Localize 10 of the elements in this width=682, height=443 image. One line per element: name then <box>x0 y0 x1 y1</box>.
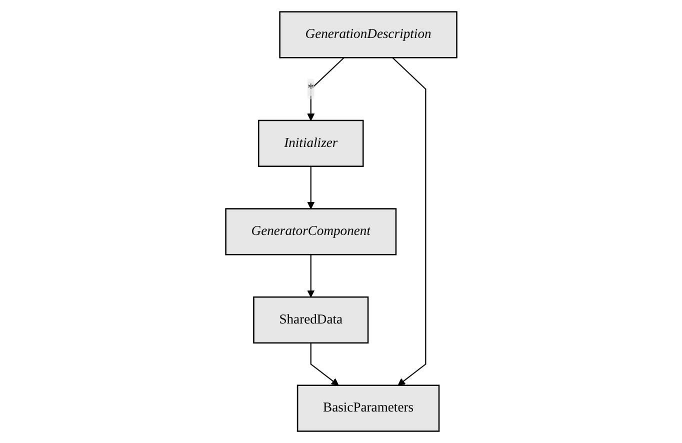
edge-label: * <box>307 81 314 96</box>
node-box: BasicParameters <box>296 384 440 432</box>
arrow <box>310 342 339 386</box>
node-box: GeneratorComponent <box>224 208 396 256</box>
arrow <box>306 166 314 210</box>
node-box: Initializer <box>258 120 364 167</box>
arrow <box>306 254 314 298</box>
arrow <box>392 57 426 386</box>
node-box: GenerationDescription <box>278 11 458 58</box>
node-box: SharedData <box>252 296 368 344</box>
